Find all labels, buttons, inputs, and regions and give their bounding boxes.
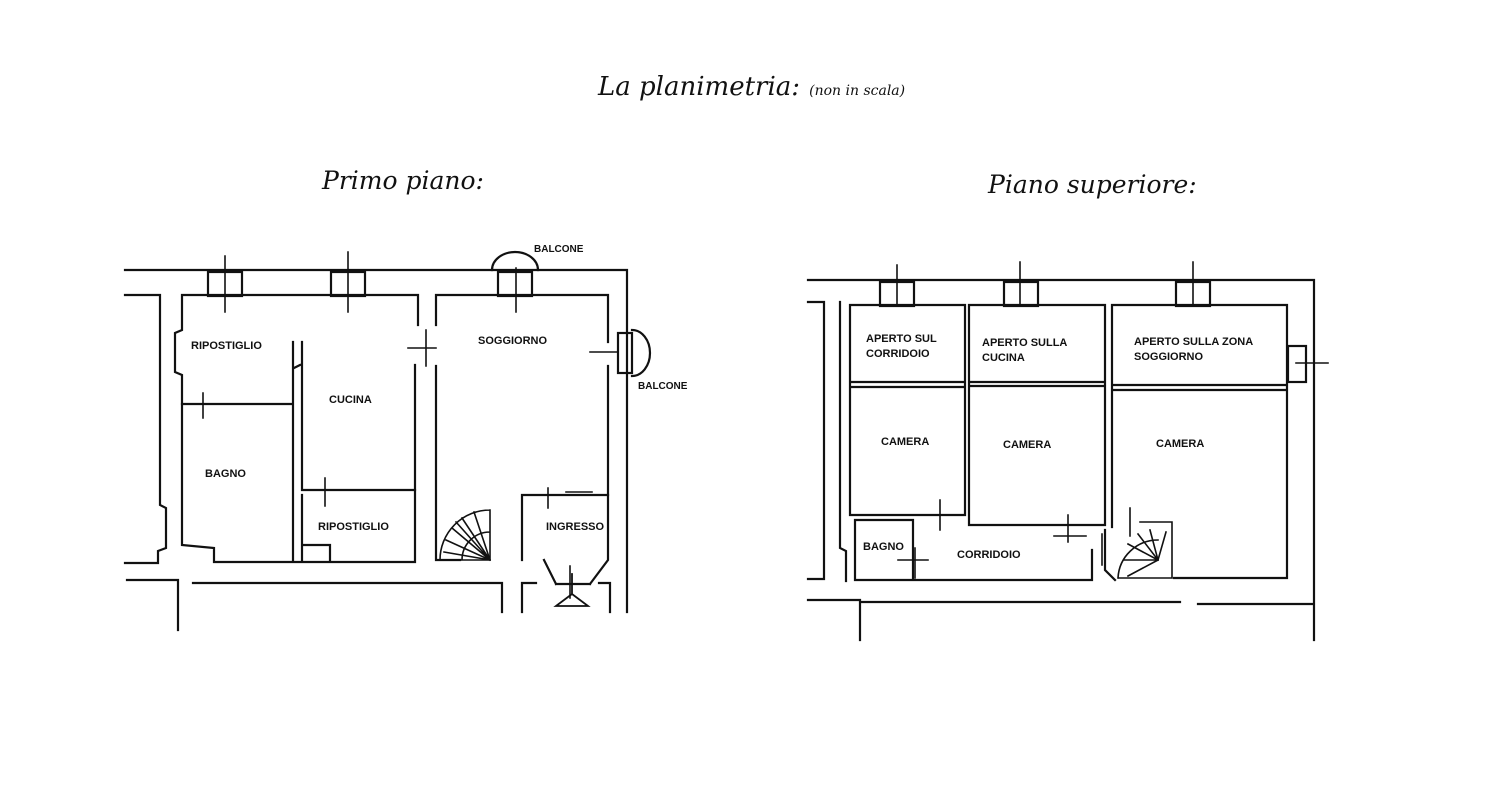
- room-label-aperto-corridoio-1: APERTO SUL: [866, 333, 937, 345]
- room-label-ripostiglio-lower: RIPOSTIGLIO: [318, 521, 389, 533]
- first-floor-door-ticks: [202, 251, 619, 599]
- room-label-aperto-soggiorno-2: SOGGIORNO: [1134, 351, 1204, 363]
- plan-title-note: (non in scala): [809, 83, 906, 99]
- first-floor-windows: [206, 270, 634, 375]
- upper-floor-windows: [878, 280, 1308, 384]
- room-label-aperto-soggiorno-1: APERTO SULLA ZONA: [1134, 336, 1253, 348]
- room-label-bagno: BAGNO: [205, 468, 246, 480]
- first-floor-partitions: [180, 340, 610, 586]
- upper-floor-labels: APERTO SUL CORRIDOIO APERTO SULLA CUCINA…: [863, 333, 1253, 561]
- balcony-label-side: BALCONE: [638, 381, 688, 392]
- first-floor-balcony-arcs: [490, 250, 652, 378]
- room-label-camera-2: CAMERA: [1003, 439, 1051, 451]
- first-floor-outer-wall: [123, 268, 629, 632]
- room-label-corridoio: CORRIDOIO: [957, 549, 1021, 561]
- room-label-aperto-cucina-1: APERTO SULLA: [982, 337, 1067, 349]
- room-label-bagno-upper: BAGNO: [863, 541, 904, 553]
- first-floor-spiral-stair: [439, 509, 492, 562]
- upper-floor-outer-wall: [806, 278, 1316, 642]
- floor-title-first: Primo piano:: [322, 166, 484, 195]
- plan-title-main: La planimetria:: [598, 72, 801, 102]
- upper-floor-plan: [806, 261, 1329, 642]
- upper-floor-room-walls: [848, 303, 1289, 580]
- upper-floor-corridor-walls: [853, 518, 1117, 582]
- room-label-camera-1: CAMERA: [881, 436, 929, 448]
- upper-floor-door-ticks: [896, 261, 1329, 579]
- room-label-camera-3: CAMERA: [1156, 438, 1204, 450]
- room-label-ripostiglio-upper: RIPOSTIGLIO: [191, 340, 262, 352]
- room-label-cucina: CUCINA: [329, 394, 372, 406]
- room-label-aperto-cucina-2: CUCINA: [982, 352, 1025, 364]
- upper-floor-spiral-stair: [1117, 521, 1173, 579]
- room-label-aperto-corridoio-2: CORRIDOIO: [866, 348, 930, 360]
- first-floor-plan: [123, 250, 652, 632]
- first-floor-entrance-marker: [553, 573, 591, 607]
- plan-title: La planimetria: (non in scala): [598, 72, 905, 102]
- floor-title-upper: Piano superiore:: [988, 170, 1197, 199]
- room-label-ingresso: INGRESSO: [546, 521, 605, 533]
- balcony-label-top: BALCONE: [534, 244, 584, 255]
- room-label-soggiorno: SOGGIORNO: [478, 335, 548, 347]
- first-floor-labels: RIPOSTIGLIO CUCINA SOGGIORNO BAGNO RIPOS…: [191, 244, 688, 533]
